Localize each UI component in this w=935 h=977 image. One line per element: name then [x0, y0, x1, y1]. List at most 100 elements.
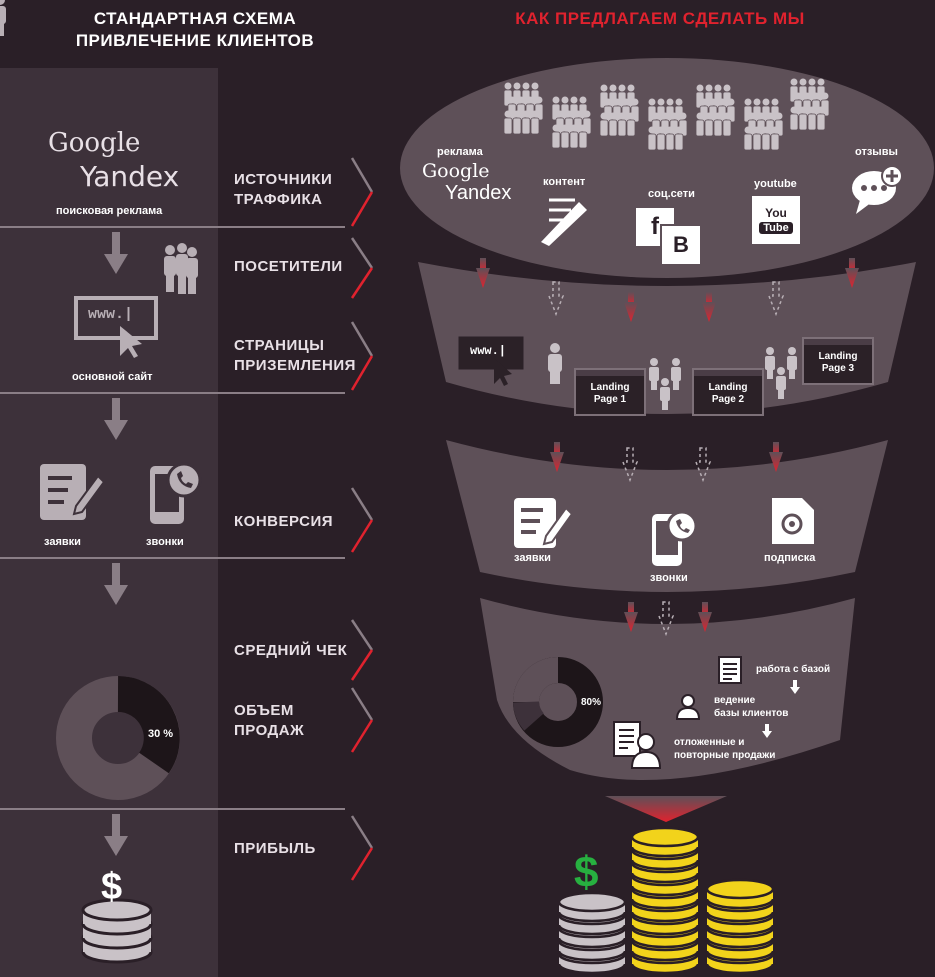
social-label: соц.сети: [648, 188, 695, 200]
subscription-label: подписка: [764, 552, 816, 564]
dashed-arrow-down-icon: [767, 281, 785, 317]
right-title: КАК ПРЕДЛАГАЕМ СДЕЛАТЬ МЫ: [515, 9, 805, 28]
right-dollar-sign: $: [574, 848, 599, 897]
person-icon: [674, 126, 684, 151]
left-arrow-down-icon: [104, 563, 128, 605]
person-icon: [816, 106, 826, 131]
repeat-sales-icon: [613, 721, 662, 769]
person-icon: [789, 106, 799, 131]
client-person-icon: [675, 694, 701, 720]
divider-3: [0, 557, 345, 559]
small-arrow-down-icon: [762, 724, 772, 738]
person-icon: [608, 112, 618, 137]
divider-1: [0, 226, 345, 228]
left-yandex-logo: Yandex: [80, 160, 180, 193]
stage-visitors: ПОСЕТИТЕЛИ: [234, 258, 343, 275]
left-calls-label: звонки: [146, 536, 184, 548]
person-icon: [656, 126, 666, 151]
request-form-icon: [40, 464, 106, 520]
left-main-site-label: основной сайт: [72, 371, 153, 383]
dashed-arrow-down-icon: [621, 447, 639, 483]
small-arrow-down-icon: [790, 680, 800, 694]
left-title: СТАНДАРТНАЯ СХЕМА ПРИВЛЕЧЕНИЕ КЛИЕНТОВ: [75, 9, 315, 50]
chevron-right-icon: [350, 687, 374, 753]
person-icon: [770, 126, 780, 151]
chevron-right-icon: [350, 237, 374, 299]
funnel-site-icon: [458, 336, 524, 386]
red-arrow-down-icon: [550, 442, 564, 472]
person-icon: [704, 112, 714, 137]
funnel-calls-label: звонки: [650, 572, 688, 584]
person-icon: [569, 124, 579, 149]
visitors-group-icon: [164, 243, 198, 294]
subscription-email-icon: [772, 498, 814, 544]
funnel-phone-call-icon: [652, 510, 698, 566]
person-icon: [647, 126, 657, 151]
chevron-right-icon: [350, 815, 374, 881]
phone-call-icon: [150, 462, 202, 524]
person-icon: [530, 110, 540, 135]
person-icon: [617, 112, 627, 137]
funnel-request-form-icon: [514, 498, 574, 548]
left-coin-stack-icon: [81, 898, 153, 964]
funnel-donut-percent: 80%: [581, 697, 602, 708]
divider-2: [0, 392, 345, 394]
left-arrow-down-icon: [104, 814, 128, 856]
funnel-output-arrow: [605, 796, 727, 822]
left-requests-label: заявки: [44, 536, 81, 548]
crowd-people-icon: [503, 78, 830, 151]
red-arrow-down-icon: [702, 292, 716, 322]
youtube-icon: You Tube: [752, 196, 800, 244]
silver-coin: [557, 891, 627, 923]
left-donut-percent: 30 %: [148, 728, 174, 740]
person-icon: [695, 112, 705, 137]
right-google-logo: Google: [422, 160, 490, 182]
person-icon: [560, 124, 570, 149]
person-icon: [798, 106, 808, 131]
person-icon: [626, 112, 636, 137]
person-icon: [761, 126, 771, 151]
right-yandex-logo: Yandex: [445, 182, 512, 204]
person-icon: [713, 112, 723, 137]
left-site-url: www.|: [88, 306, 134, 323]
person-icon: [551, 124, 561, 149]
stage-average-check: СРЕДНИЙ ЧЕК: [234, 642, 348, 659]
vkontakte-icon: B: [660, 224, 702, 266]
website-browser-icon: [74, 296, 158, 358]
crowd-icon: [0, 0, 6, 36]
stage-conversion: КОНВЕРСИЯ: [234, 513, 334, 530]
person-icon: [503, 110, 513, 135]
profit-coins-icon: [557, 826, 775, 975]
left-conversion-donut: [56, 676, 180, 800]
dashed-arrow-down-icon: [547, 281, 565, 317]
stage-profit: ПРИБЫЛЬ: [234, 840, 316, 857]
left-search-ads-label: поисковая реклама: [56, 205, 163, 217]
funnel-conversion-donut: [513, 657, 603, 747]
db-work-label: работа с базой: [756, 664, 831, 675]
person-icon: [578, 124, 588, 149]
person-icon: [599, 112, 609, 137]
youtube-label: youtube: [754, 178, 797, 190]
visitor-group-icon: [649, 358, 681, 410]
red-arrow-down-icon: [769, 442, 783, 472]
gold-coin: [705, 878, 775, 910]
dashed-arrow-down-icon: [694, 447, 712, 483]
red-arrow-down-icon: [698, 602, 712, 632]
left-google-logo: Google: [48, 128, 141, 158]
person-icon: [807, 106, 817, 131]
person-icon: [512, 110, 522, 135]
person-icon: [521, 110, 531, 135]
visitor-person-icon: [548, 343, 562, 384]
ads-label: реклама: [437, 146, 483, 158]
funnel-requests-label: заявки: [514, 552, 551, 564]
reviews-chat-icon: [852, 165, 903, 214]
chevron-right-icon: [350, 157, 374, 227]
red-arrow-down-icon: [845, 258, 859, 288]
person-icon: [743, 126, 753, 151]
content-label: контент: [543, 176, 586, 188]
